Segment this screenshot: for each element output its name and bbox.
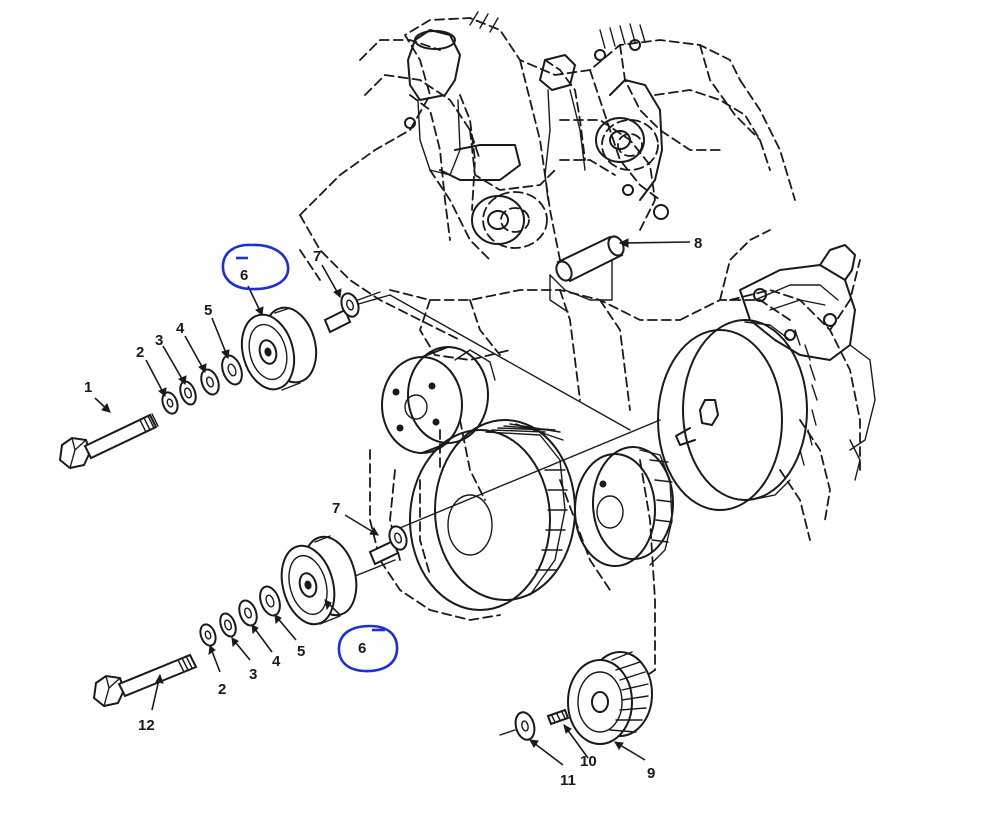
callout-3-upper: 3: [155, 332, 163, 349]
upper-idler-assembly: [58, 291, 381, 470]
key-part-10: [546, 708, 570, 726]
washer-part-4: [200, 368, 220, 396]
spacer-sleeve-part-8: [555, 235, 691, 283]
stud-part-7-lower: [368, 525, 408, 566]
callout-7-lower: 7: [332, 500, 340, 517]
callout-arrowheads: [101, 238, 629, 750]
callout-2-upper: 2: [136, 344, 144, 361]
washer-part-2-lower: [199, 623, 217, 647]
callout-5-lower: 5: [297, 643, 305, 660]
lower-idler-assembly: [92, 525, 408, 708]
callout-12: 12: [138, 717, 155, 734]
callout-4-upper: 4: [176, 320, 185, 337]
highlight-circle-lower: [337, 624, 399, 673]
bolt-part-1: [58, 413, 159, 470]
callout-7-upper: 7: [313, 248, 321, 265]
callout-10: 10: [580, 753, 597, 770]
bolt-part-12: [92, 653, 198, 708]
callout-1: 1: [84, 379, 92, 396]
callout-8: 8: [694, 235, 702, 252]
callout-4-lower: 4: [272, 653, 281, 670]
highlight-circle-upper: [221, 243, 290, 291]
crankshaft-pulley-assembly: [499, 651, 653, 745]
washer-part-5: [221, 354, 243, 386]
drive-belt-lines: [339, 294, 661, 706]
callout-6-lower: 6: [358, 640, 366, 657]
washer-part-11: [499, 711, 536, 741]
lock-washer-part-3-lower: [219, 612, 237, 638]
callout-9: 9: [647, 765, 655, 782]
callout-labels: 1 2 3 4 5 6 7 8 7 6 5 4 3 2 12 9 10 11: [84, 235, 702, 789]
washer-part-4-lower: [238, 599, 258, 627]
stud-part-7-upper: [323, 292, 360, 334]
engine-front-components: [404, 11, 669, 245]
engine-block-outline: [299, 17, 861, 681]
large-belt-pulleys: [409, 244, 876, 611]
idler-pulley-part-6-upper: [240, 306, 318, 391]
callout-11: 11: [560, 772, 576, 789]
callout-6-upper: 6: [240, 267, 248, 284]
highlight-annotations: [221, 243, 399, 673]
washer-part-5-lower: [259, 585, 281, 617]
washer-part-2: [161, 391, 179, 415]
callout-2-lower: 2: [218, 681, 226, 698]
idler-pulley-part-6-lower: [280, 535, 358, 626]
water-pump-pulley: [381, 346, 496, 454]
callout-3-lower: 3: [249, 666, 257, 683]
pulley-part-9: [567, 651, 653, 745]
lock-washer-part-3: [179, 380, 197, 406]
callout-5-upper: 5: [204, 302, 212, 319]
